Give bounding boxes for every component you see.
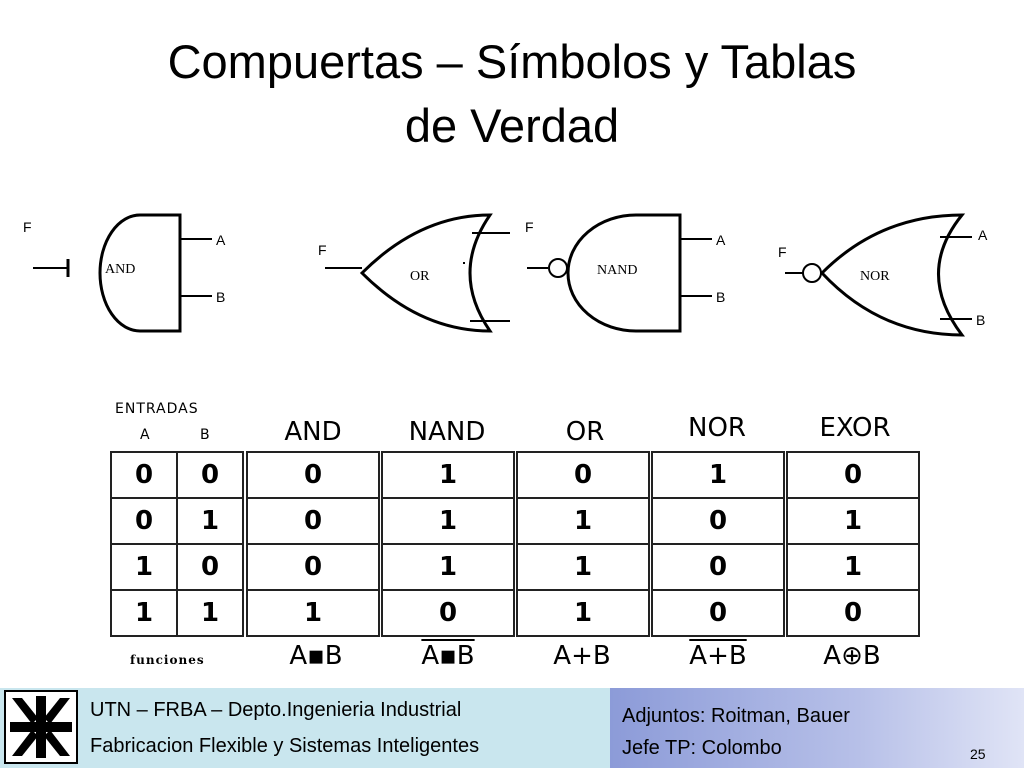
cell: 0	[516, 451, 650, 499]
cell: 1	[786, 543, 920, 591]
title-line-1: Compuertas – Símbolos y Tablas	[167, 35, 857, 88]
nor-gate-symbol	[785, 213, 972, 337]
input-col-a: A	[140, 427, 150, 443]
nand-column: 1 1 1 0	[381, 451, 515, 637]
and-gate-label: AND	[105, 262, 135, 277]
cell: 0	[110, 497, 178, 545]
cell: 1	[516, 497, 650, 545]
header-nor: NOR	[688, 413, 746, 443]
cell: 1	[786, 497, 920, 545]
slide-title: Compuertas – Símbolos y Tablas de Verdad	[0, 30, 1024, 158]
header-exor: EXOR	[819, 413, 891, 443]
or-gate-label: OR	[410, 269, 430, 284]
cell: 1	[381, 451, 515, 499]
or-gate-symbol	[325, 213, 510, 333]
and-gate-symbol	[33, 213, 212, 333]
nor-b-label: B	[976, 312, 985, 328]
func-and: A▪B	[289, 641, 343, 671]
cell: 1	[110, 543, 178, 591]
nor-column: 1 0 0 0	[651, 451, 785, 637]
inputs-label: ENTRADAS	[115, 401, 199, 417]
nor-a-label: A	[978, 227, 988, 243]
cell: 1	[110, 589, 178, 637]
func-nor: A+B	[689, 641, 747, 671]
cell: 0	[786, 589, 920, 637]
cell: 0	[176, 451, 244, 499]
footer-line-1: UTN – FRBA – Depto.Ingenieria Industrial	[90, 699, 462, 721]
cell: 0	[246, 543, 380, 591]
footer-right-panel: Adjuntos: Roitman, Bauer Jefe TP: Colomb…	[610, 688, 1024, 768]
page-number: 25	[970, 746, 986, 762]
utn-logo-icon	[4, 690, 78, 764]
nand-a-label: A	[716, 232, 726, 248]
footer-left-panel: UTN – FRBA – Depto.Ingenieria Industrial…	[0, 688, 610, 768]
cell: 0	[246, 497, 380, 545]
slide-footer: UTN – FRBA – Depto.Ingenieria Industrial…	[0, 688, 1024, 768]
cell: 1	[516, 543, 650, 591]
functions-label: funciones	[130, 653, 205, 667]
header-and: AND	[284, 417, 342, 447]
cell: 1	[176, 589, 244, 637]
cell: 0	[176, 543, 244, 591]
cell: 1	[246, 589, 380, 637]
and-column: 0 0 0 1	[246, 451, 380, 637]
and-a-label: A	[216, 232, 226, 248]
gate-symbols: F A B AND F OR F A B NAND F A B NOR	[23, 213, 988, 337]
func-exor: A⊕B	[823, 641, 881, 671]
nand-b-label: B	[716, 289, 725, 305]
or-out-label: F	[318, 242, 327, 258]
nand-gate-symbol	[527, 213, 712, 333]
cell: 1	[516, 589, 650, 637]
cell: 1	[651, 451, 785, 499]
func-nand: A▪B	[421, 641, 475, 671]
and-b-label: B	[216, 289, 225, 305]
cell: 1	[381, 497, 515, 545]
input-col-b: B	[200, 427, 210, 443]
nand-out-label: F	[525, 219, 534, 235]
header-nand: NAND	[408, 417, 486, 447]
nand-gate-label: NAND	[597, 263, 637, 278]
cell: 0	[651, 589, 785, 637]
nor-gate-label: NOR	[860, 269, 890, 284]
cell: 1	[381, 543, 515, 591]
cell: 0	[786, 451, 920, 499]
footer-line-2: Fabricacion Flexible y Sistemas Intelige…	[90, 735, 480, 757]
cell: 0	[246, 451, 380, 499]
and-out-label: F	[23, 219, 32, 235]
exor-column: 0 1 1 0	[786, 451, 920, 637]
cell: 1	[176, 497, 244, 545]
footer-adjuntos: Adjuntos: Roitman, Bauer	[622, 705, 850, 727]
cell: 0	[110, 451, 178, 499]
nor-out-label: F	[778, 244, 787, 260]
cell: 0	[651, 497, 785, 545]
header-or: OR	[565, 417, 605, 447]
cell: 0	[651, 543, 785, 591]
func-or: A+B	[553, 641, 611, 671]
or-column: 0 1 1 1	[516, 451, 650, 637]
title-line-2: de Verdad	[404, 99, 620, 152]
footer-jefe-tp: Jefe TP: Colombo	[622, 737, 782, 759]
cell: 0	[381, 589, 515, 637]
